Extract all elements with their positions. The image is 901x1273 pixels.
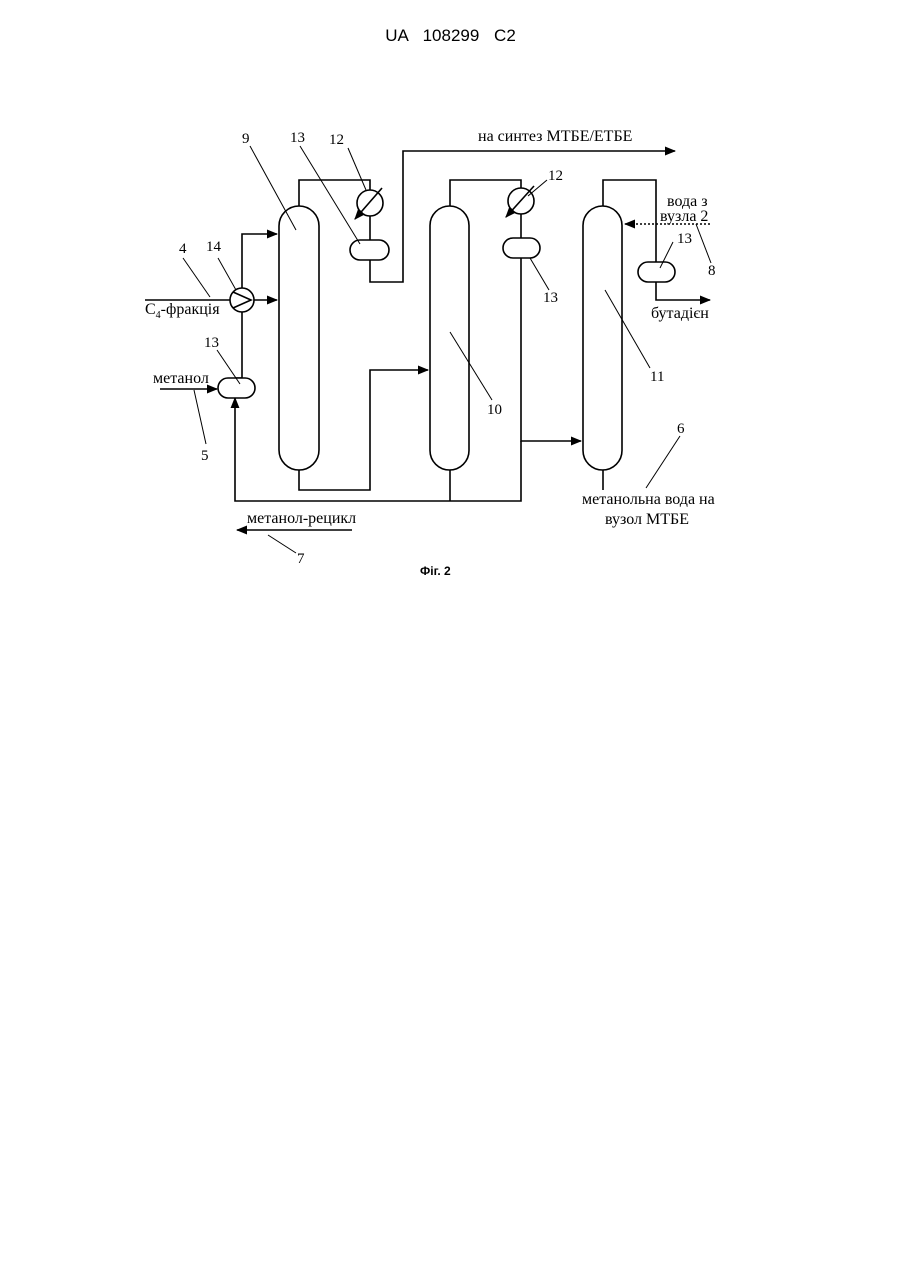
ref-6: 6	[677, 421, 685, 437]
drum-13a-outlet-line	[370, 151, 675, 282]
butadiene-outlet-line	[656, 282, 710, 300]
ref-12b: 12	[548, 168, 563, 184]
ref-4: 4	[179, 241, 187, 257]
process-flow-diagram: на синтез МТБЕ/ЕТБЕ С4-фракція метанол м…	[0, 0, 901, 620]
drum-13b-outlet-line	[521, 258, 581, 441]
pump-14-icon	[230, 288, 254, 312]
figure-caption: Фіг. 2	[420, 564, 451, 578]
drum-13c-to-pump-line	[235, 312, 242, 378]
ref-13c: 13	[204, 335, 219, 351]
ref-13a: 13	[290, 130, 305, 146]
ref-14: 14	[206, 239, 222, 255]
ref-13d: 13	[677, 231, 692, 247]
ref-9: 9	[242, 131, 250, 147]
ref-8: 8	[708, 263, 716, 279]
methanol-recycle-label: метанол-рецикл	[247, 510, 356, 527]
column-11	[583, 206, 622, 470]
ref-11: 11	[650, 369, 664, 385]
water-label-line2: вузла 2	[660, 208, 708, 225]
recycle-return-line	[235, 398, 521, 501]
ref-13b: 13	[543, 290, 558, 306]
condenser-12a-icon	[355, 188, 383, 219]
drum-13a	[350, 240, 389, 260]
c4-fraction-label: С4-фракція	[145, 301, 220, 321]
drum-13b	[503, 238, 540, 258]
drum-13c	[218, 378, 255, 398]
upper-feed-line	[242, 234, 277, 288]
ref-5: 5	[201, 448, 209, 464]
column-10	[430, 206, 469, 470]
methanol-water-label-line2: вузол МТБЕ	[605, 511, 689, 528]
methanol-label: метанол	[153, 370, 209, 387]
condenser-12b-icon	[506, 186, 534, 217]
methanol-water-label-line1: метанольна вода на	[582, 491, 715, 508]
column-9	[279, 206, 319, 470]
to-synthesis-label: на синтез МТБЕ/ЕТБЕ	[478, 128, 632, 145]
drum-13d	[638, 262, 675, 282]
ref-7: 7	[297, 551, 305, 567]
ref-10: 10	[487, 402, 502, 418]
butadiene-label: бутадієн	[651, 305, 709, 322]
ref-12a: 12	[329, 132, 344, 148]
